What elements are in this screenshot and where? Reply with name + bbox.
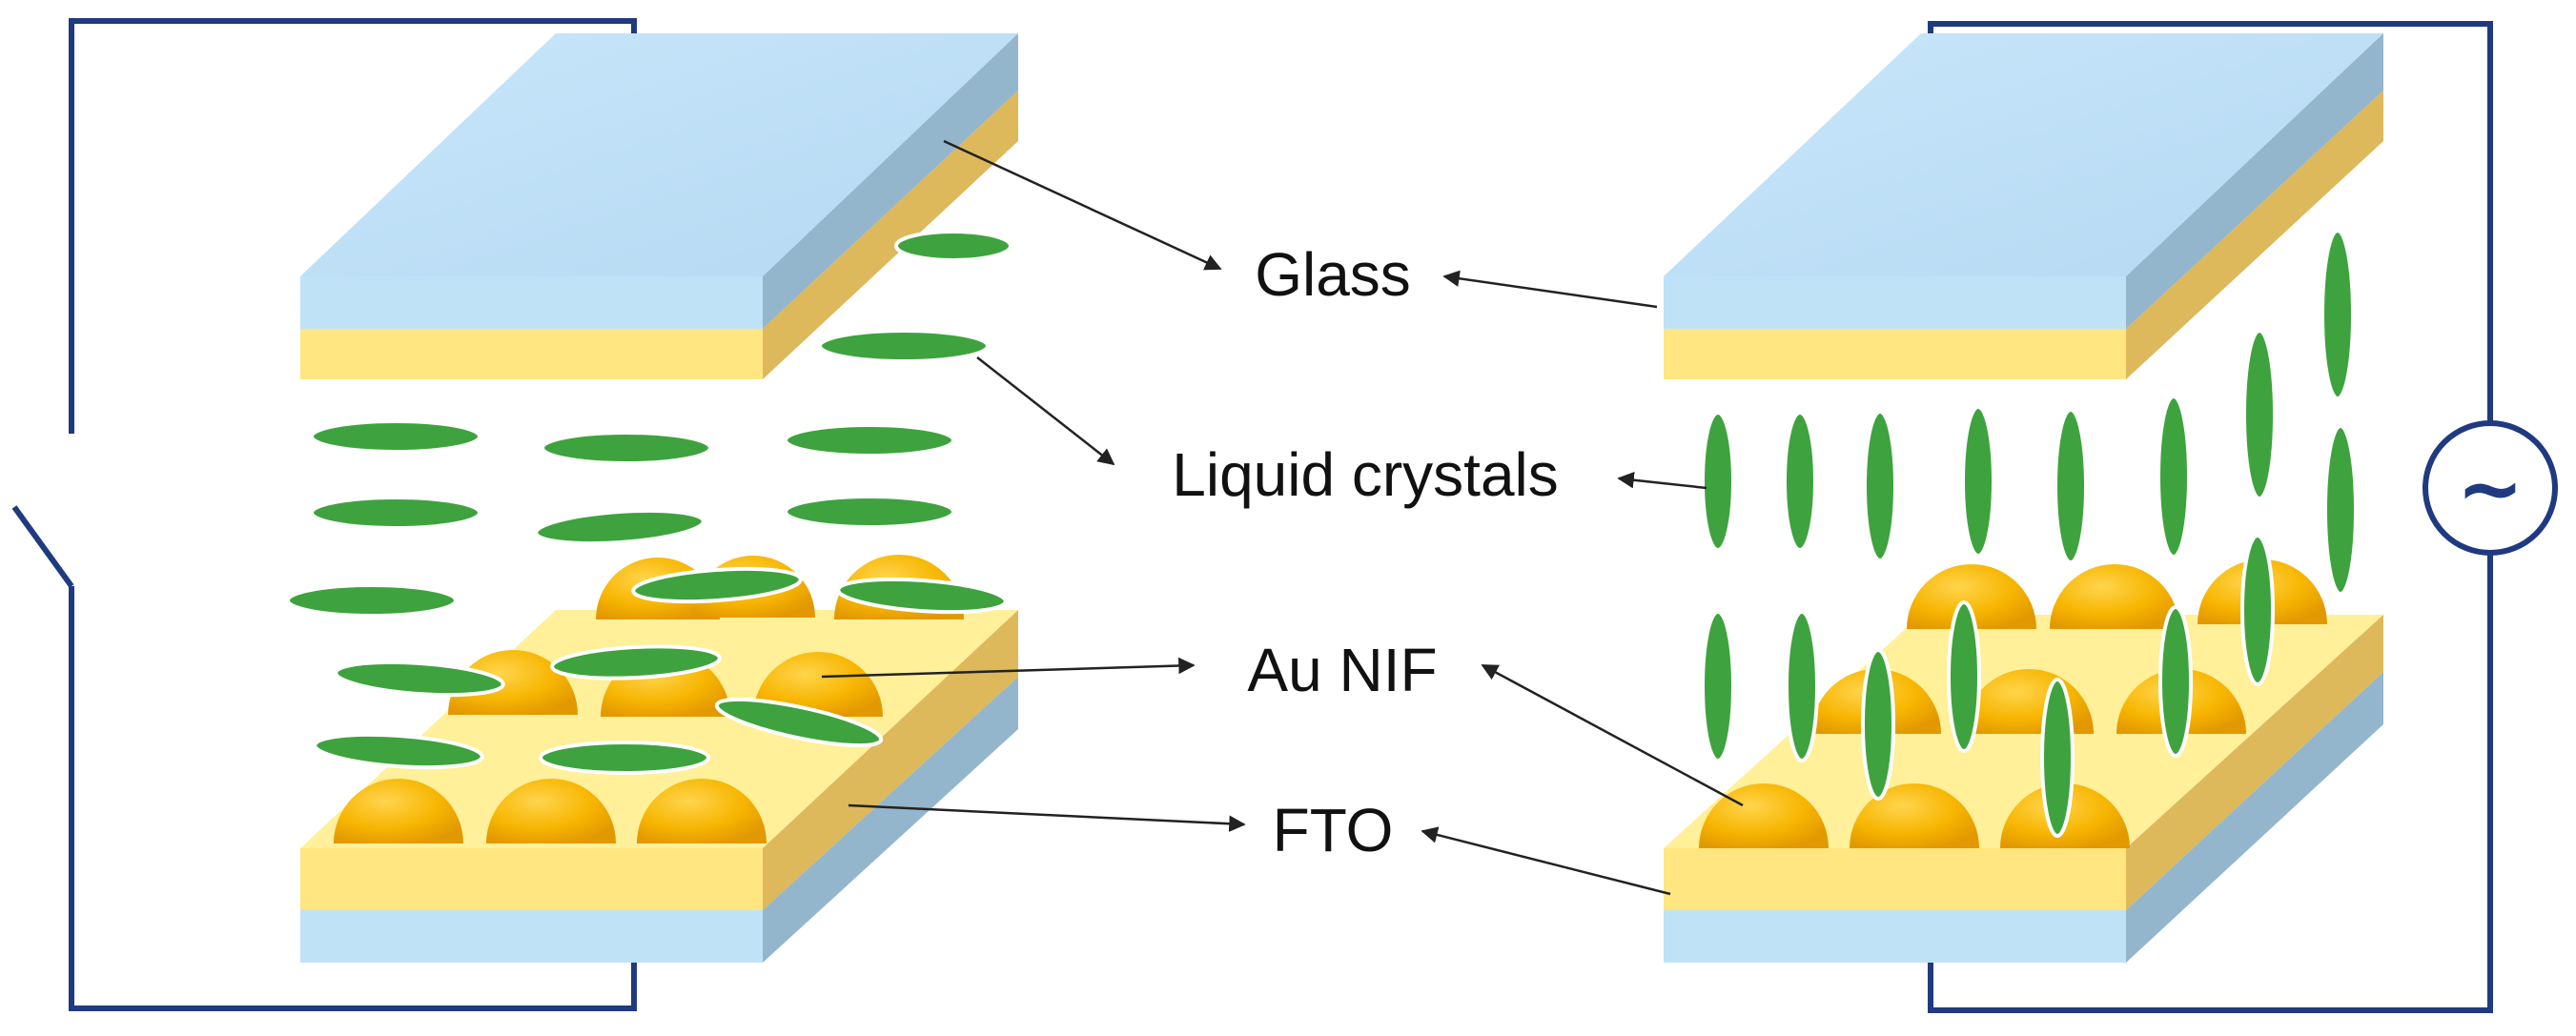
liquid-crystal xyxy=(334,660,505,698)
open-switch xyxy=(11,505,74,588)
label-au-nif: Au NIF xyxy=(1247,636,1437,704)
liquid-crystal xyxy=(313,732,484,770)
liquid-crystal xyxy=(2040,678,2075,838)
gold-nanoparticle xyxy=(753,652,883,717)
right-fto-front xyxy=(1664,848,2126,910)
right-top-glass-front xyxy=(1664,276,2126,329)
gold-nanoparticle xyxy=(334,779,463,843)
left-top-substrate xyxy=(300,33,1018,379)
glass-arrow-right xyxy=(1442,270,1658,309)
liquid-crystal xyxy=(541,431,712,465)
right-bottom-glass-front xyxy=(1664,910,2126,963)
liquid-crystals-arrow-left xyxy=(976,356,1115,466)
right-top-fto-side xyxy=(2126,91,2383,379)
gold-nanoparticle xyxy=(448,650,578,715)
right-glass-top-surface xyxy=(1664,33,2383,276)
fto-arrow-left xyxy=(848,803,1246,832)
gold-nanoparticle xyxy=(2050,564,2179,629)
liquid-crystal xyxy=(550,644,722,681)
label-liquid-crystals: Liquid crystals xyxy=(1172,440,1559,509)
gold-nanoparticle xyxy=(1907,564,2036,629)
liquid-crystal xyxy=(784,495,955,529)
right-top-glass-side xyxy=(2126,33,2383,329)
right-top-substrate xyxy=(1664,33,2383,379)
right-fto-side xyxy=(2126,615,2383,910)
liquid-crystal xyxy=(310,496,481,530)
left-top-glass-front xyxy=(300,276,763,329)
liquid-crystal xyxy=(714,697,884,748)
liquid-crystal xyxy=(1863,410,1897,562)
left-fto-side xyxy=(763,610,1018,910)
fto-arrow-right xyxy=(1421,826,1671,896)
gold-nanoparticle xyxy=(637,779,767,843)
left-glass-top-surface xyxy=(300,33,1018,276)
left-liquid-crystals xyxy=(286,230,1012,775)
liquid-crystals-arrow-right xyxy=(1617,472,1707,490)
liquid-crystal xyxy=(2157,395,2191,559)
liquid-crystal xyxy=(2240,534,2275,686)
ac-source xyxy=(2423,420,2558,556)
liquid-crystal xyxy=(836,577,1008,615)
liquid-crystal xyxy=(818,329,990,363)
ac-source-symbol: ~ xyxy=(2457,441,2524,535)
left-top-fto-front xyxy=(300,329,763,379)
left-fto-front xyxy=(300,848,763,910)
liquid-crystal xyxy=(631,566,803,604)
leader-arrows xyxy=(821,139,1744,896)
liquid-crystal xyxy=(1701,610,1735,762)
liquid-crystal xyxy=(286,583,458,618)
liquid-crystal xyxy=(2320,229,2355,400)
right-liquid-crystals xyxy=(1701,229,2358,838)
au-nif-arrow-right xyxy=(1481,663,1744,807)
au-nif-arrow-left xyxy=(821,657,1196,679)
right-top-fto-front xyxy=(1664,329,2126,379)
liquid-crystal xyxy=(2242,329,2277,500)
layer-labels: Glass Liquid crystals Au NIF FTO xyxy=(1172,240,1559,864)
left-cell xyxy=(11,18,1018,1011)
liquid-crystal xyxy=(2323,424,2358,596)
liquid-crystal xyxy=(1701,411,1735,552)
left-top-fto-side xyxy=(763,91,1018,379)
gold-nanoparticle xyxy=(1850,783,1979,848)
liquid-crystal xyxy=(2054,408,2088,564)
glass-arrow-left xyxy=(943,139,1222,271)
label-glass: Glass xyxy=(1255,240,1411,309)
left-top-glass-side xyxy=(763,33,1018,329)
liquid-crystal xyxy=(784,423,955,457)
liquid-crystal xyxy=(534,508,705,546)
liquid-crystal xyxy=(2158,605,2193,758)
liquid-crystal xyxy=(1785,610,1819,762)
left-glass-side xyxy=(763,677,1018,963)
liquid-crystal xyxy=(894,230,1012,262)
label-fto: FTO xyxy=(1273,796,1394,864)
liquid-crystal xyxy=(310,419,481,454)
liquid-crystal xyxy=(1783,411,1817,552)
liquid-crystal xyxy=(1961,405,1995,558)
liquid-crystal xyxy=(1947,600,1981,753)
left-bottom-glass-front xyxy=(300,910,763,963)
liquid-crystal xyxy=(1861,648,1895,801)
right-glass-side xyxy=(2126,672,2383,963)
gold-nanoparticle xyxy=(486,779,616,843)
right-cell: ~ xyxy=(1664,21,2558,1013)
liquid-crystal xyxy=(539,741,710,775)
